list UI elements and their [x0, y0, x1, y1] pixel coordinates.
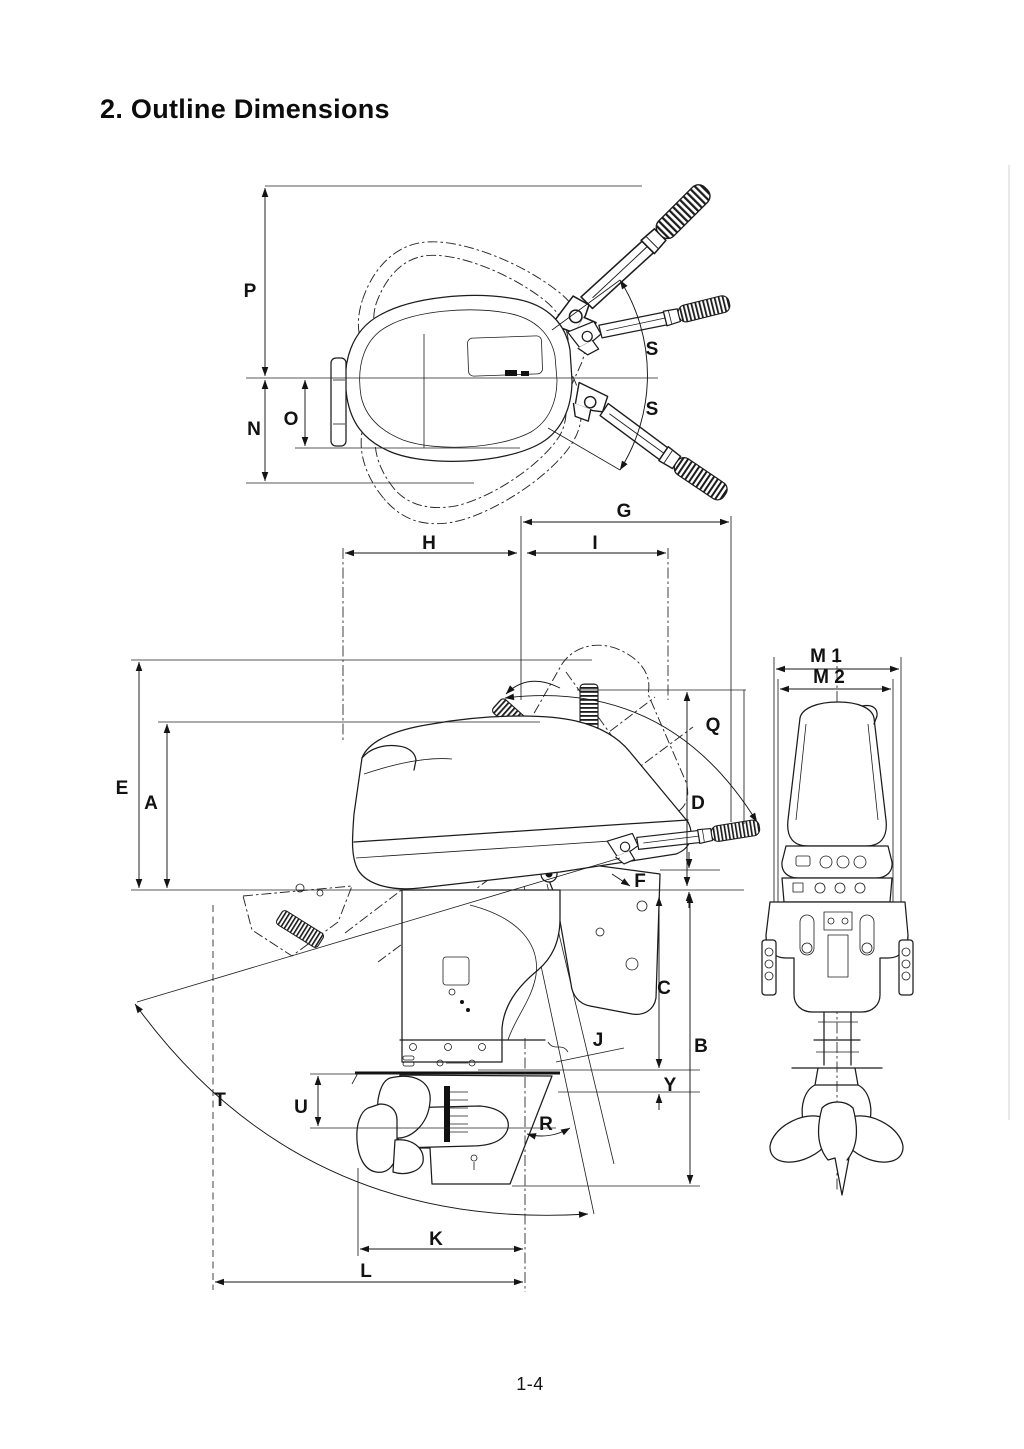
dim-label-p: P: [244, 281, 257, 302]
dimension-labels: P N O S S G H I M 1 M 2 E A Q D F C B Y …: [116, 281, 845, 1282]
dim-label-s-upper: S: [646, 339, 659, 360]
dim-label-l: L: [360, 1261, 372, 1282]
dim-label-n: N: [247, 419, 261, 440]
dim-label-a: A: [144, 793, 158, 814]
page-title: 2. Outline Dimensions: [100, 94, 390, 124]
dim-label-k: K: [429, 1229, 443, 1250]
dim-label-f: F: [634, 871, 646, 892]
dim-label-e: E: [116, 778, 129, 799]
top-view-drawing: [330, 175, 735, 555]
dim-label-h: H: [422, 533, 436, 554]
dim-label-r: R: [539, 1114, 553, 1135]
side-view-drawing: [242, 644, 763, 1215]
dim-label-s-lower: S: [646, 399, 659, 420]
dim-label-i: I: [592, 533, 597, 554]
page-number: 1-4: [516, 1374, 544, 1394]
dim-label-c: C: [657, 978, 671, 999]
dim-label-u: U: [294, 1097, 308, 1118]
rear-view-drawing: [761, 652, 914, 1196]
dim-label-m1: M 1: [810, 646, 842, 667]
dim-label-j: J: [593, 1030, 604, 1051]
dim-label-q: Q: [706, 715, 721, 736]
dim-label-d: D: [691, 793, 705, 814]
dim-label-t: T: [214, 1090, 226, 1111]
side-view-dimensions: [131, 516, 758, 1292]
dim-label-g: G: [617, 501, 632, 522]
dim-label-b: B: [694, 1036, 708, 1057]
dim-label-m2: M 2: [813, 667, 845, 688]
top-view-dimensions: [246, 185, 658, 484]
dim-label-o: O: [284, 409, 299, 430]
dim-label-y: Y: [664, 1075, 677, 1096]
